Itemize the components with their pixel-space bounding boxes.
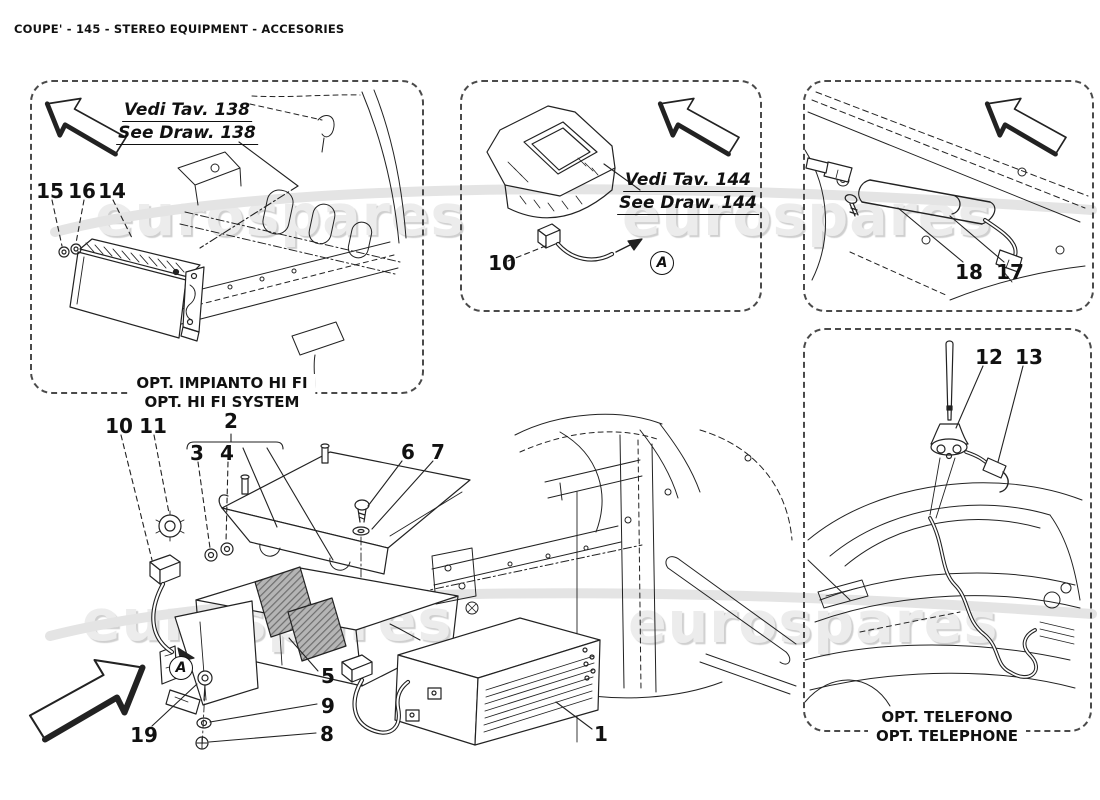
part-callout-2[interactable]: 2 <box>224 409 238 433</box>
see-drawing-note-144: Vedi Tav. 144 See Draw. 144 <box>617 172 759 218</box>
cd-changer-drawing <box>341 617 601 746</box>
part-callout-8[interactable]: 8 <box>320 722 334 746</box>
roof-frame-drawing <box>804 91 1089 301</box>
part-callout-6[interactable]: 6 <box>401 440 415 464</box>
nav-cable-drawing <box>507 223 643 262</box>
part-callout-13[interactable]: 13 <box>1015 345 1043 369</box>
part-callout-15[interactable]: 15 <box>36 179 64 203</box>
part-callout-16[interactable]: 16 <box>68 179 96 203</box>
see-drawing-note-line: See Draw. 138 <box>116 123 258 145</box>
caption-line: OPT. HI FI SYSTEM <box>144 392 300 411</box>
hifi-caption: OPT. IMPIANTO HI FI OPT. HI FI SYSTEM <box>128 374 316 412</box>
part-callout-19[interactable]: 19 <box>130 723 158 747</box>
see-drawing-note-line: Vedi Tav. 138 <box>122 100 252 122</box>
see-drawing-note-line: Vedi Tav. 144 <box>623 170 753 192</box>
hifi-amplifier-drawing <box>58 238 205 342</box>
telephone-caption: OPT. TELEFONO OPT. TELEPHONE <box>867 708 1027 746</box>
direction-arrow <box>657 97 740 157</box>
part-callout-17[interactable]: 17 <box>996 260 1024 284</box>
car-body-drawing <box>419 413 797 743</box>
part-callout-9[interactable]: 9 <box>321 694 335 718</box>
view-ref-a-nav: A <box>650 251 674 275</box>
screw-and-washer-drawing <box>352 499 370 587</box>
part-callout-5[interactable]: 5 <box>321 664 335 688</box>
part-callout-4[interactable]: 4 <box>220 441 234 465</box>
nav-unit-drawing <box>486 105 641 219</box>
part-callout-14[interactable]: 14 <box>98 179 126 203</box>
part-callout-11[interactable]: 11 <box>139 414 167 438</box>
see-drawing-note-line: See Draw. 144 <box>617 193 759 215</box>
roof-antenna-amplifier-drawing <box>805 157 1023 283</box>
part-callout-3[interactable]: 3 <box>190 441 204 465</box>
part-callout-1[interactable]: 1 <box>594 722 608 746</box>
part-callout-10[interactable]: 10 <box>105 414 133 438</box>
view-ref-a-main: A <box>169 656 193 680</box>
side-bracket-drawing <box>159 600 259 750</box>
part-callout-10-nav[interactable]: 10 <box>488 251 516 275</box>
caption-line: OPT. TELEFONO <box>881 708 1013 726</box>
phone-antenna-drawing <box>929 340 1024 519</box>
direction-arrow <box>28 658 146 743</box>
hifi-leader-lines <box>51 141 299 249</box>
page-title: COUPE' - 145 - STEREO EQUIPMENT - ACCESO… <box>14 22 345 36</box>
caption-line: OPT. TELEPHONE <box>875 726 1019 745</box>
see-drawing-note-138: Vedi Tav. 138 See Draw. 138 <box>116 102 258 148</box>
car-rear-drawing <box>804 482 1083 707</box>
part-callout-12[interactable]: 12 <box>975 345 1003 369</box>
part-callout-18[interactable]: 18 <box>955 260 983 284</box>
direction-arrow <box>44 97 127 157</box>
grommet-washers-drawing <box>155 510 234 562</box>
part-callout-7[interactable]: 7 <box>431 440 445 464</box>
direction-arrow <box>984 97 1067 157</box>
main-leader-lines <box>120 433 593 743</box>
caption-line: OPT. IMPIANTO HI FI <box>136 374 308 392</box>
